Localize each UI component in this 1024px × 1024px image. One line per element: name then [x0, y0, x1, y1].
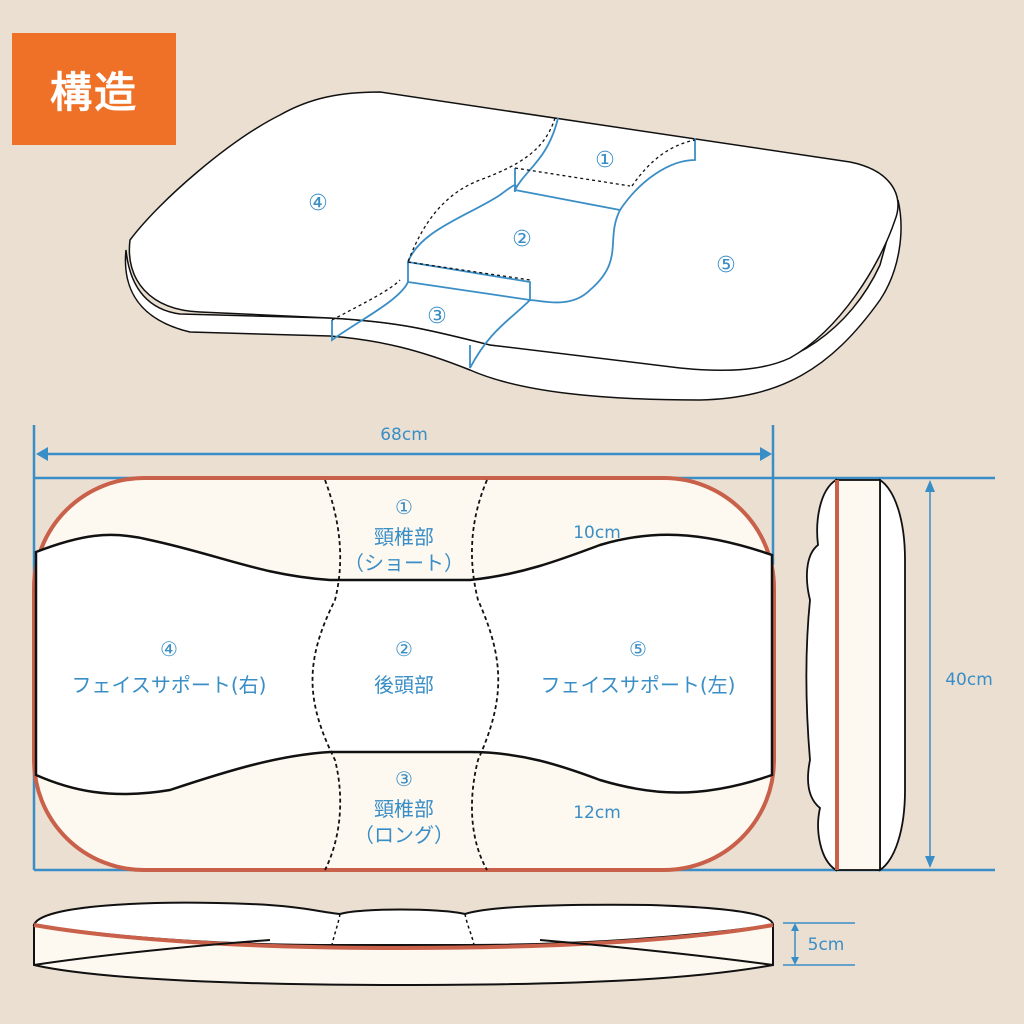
pillow-top-surface: [128, 91, 899, 372]
width-label: 68cm: [380, 425, 428, 445]
part3-name: 頸椎部: [374, 797, 434, 821]
front-view: 5cm: [32, 901, 845, 987]
part5-number: ⑤: [629, 637, 647, 661]
top-view: ① 頸椎部 （ショート） ② 後頭部 ③ 頸椎部 （ロング） ④ フェイスサポー…: [32, 425, 993, 872]
dim-top-label: 10cm: [573, 523, 621, 543]
center-white-area: [34, 533, 774, 796]
title-badge: 構造: [12, 33, 176, 145]
part1-number: ①: [395, 495, 413, 519]
part2-number: ②: [395, 637, 413, 661]
part4-name: フェイスサポート(右): [71, 673, 266, 697]
part1-name: 頸椎部: [374, 525, 434, 549]
dim-bottom-label: 12cm: [573, 803, 621, 823]
perspective-label-1: ①: [595, 148, 615, 173]
height-label: 40cm: [945, 670, 993, 690]
part2-name: 後頭部: [374, 673, 434, 697]
perspective-label-3: ③: [427, 304, 447, 329]
part4-number: ④: [160, 637, 178, 661]
part3-sub: （ロング）: [354, 823, 454, 847]
thickness-label: 5cm: [808, 935, 845, 955]
perspective-label-4: ④: [308, 191, 328, 216]
perspective-label-5: ⑤: [716, 253, 736, 278]
perspective-view: ① ② ③ ④ ⑤: [124, 91, 902, 401]
part1-sub: （ショート）: [344, 551, 464, 575]
side-view: [805, 478, 906, 872]
perspective-label-2: ②: [512, 227, 532, 252]
part3-number: ③: [395, 767, 413, 791]
part5-name: フェイスサポート(左): [540, 673, 735, 697]
